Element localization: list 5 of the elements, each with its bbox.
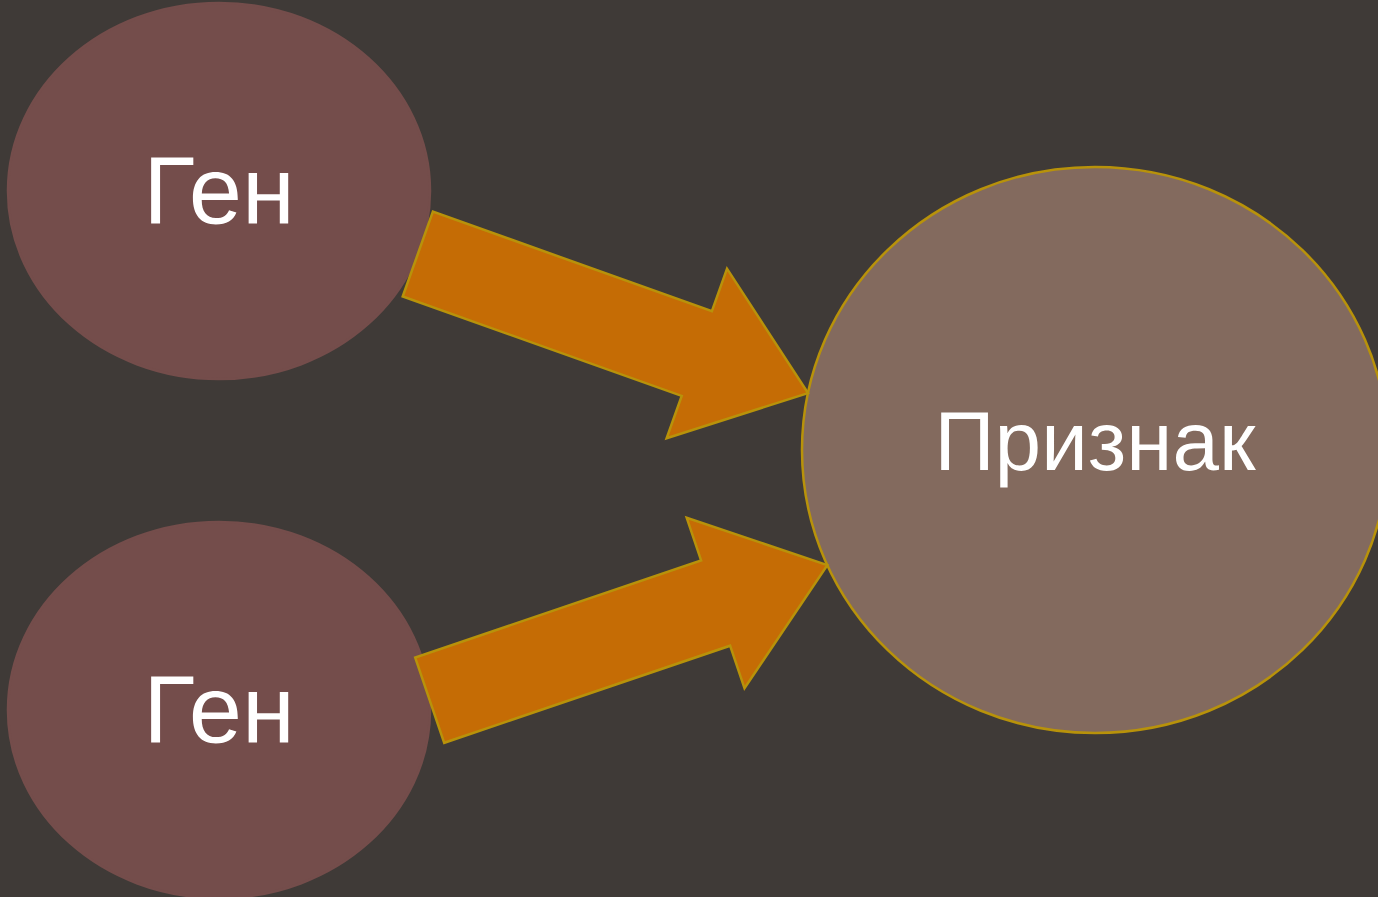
block-arrow	[401, 210, 810, 441]
ellipse-node: Ген	[6, 1, 432, 381]
ellipse-node: Признак	[800, 165, 1378, 735]
ellipse-node: Ген	[6, 520, 432, 897]
block-arrow	[413, 515, 830, 745]
